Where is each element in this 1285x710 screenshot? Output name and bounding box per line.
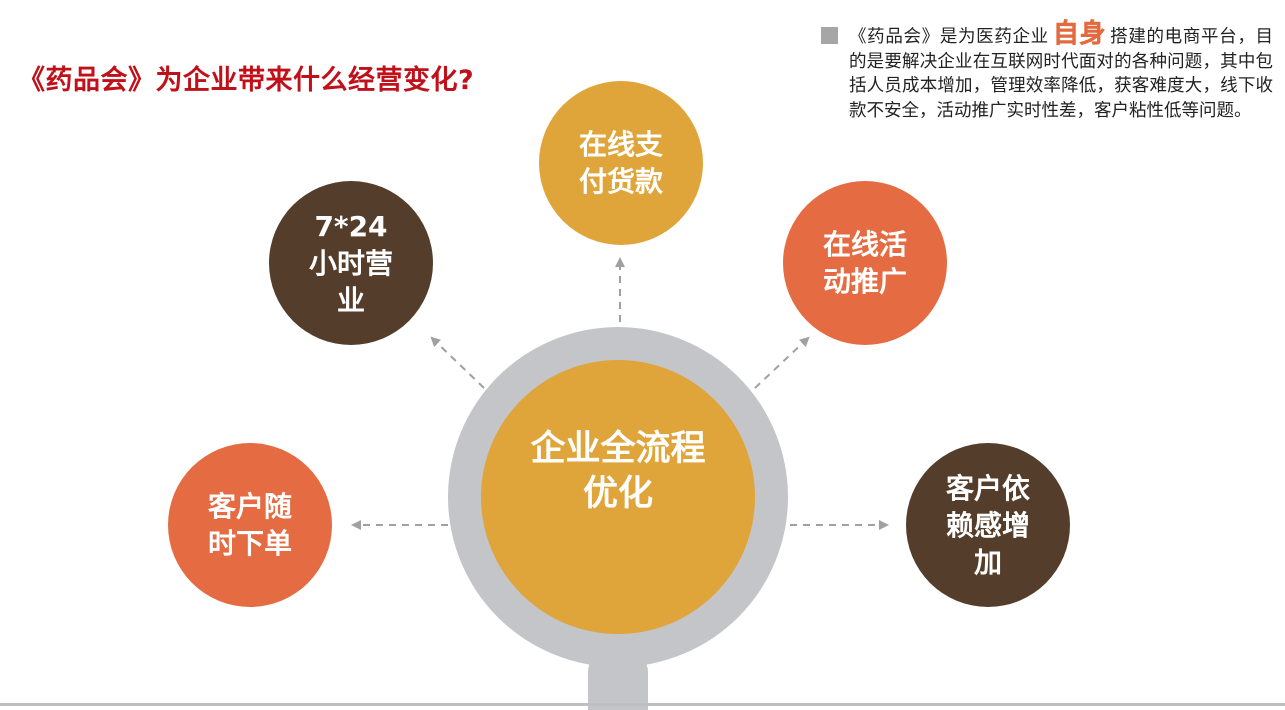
description-part-1: 《药品会》是为医药企业 (849, 27, 1049, 47)
node-line: 加 (973, 545, 1002, 579)
node-order-anytime: 客户随 时下单 (168, 443, 332, 607)
highlight-text: 自身 (1052, 19, 1107, 49)
node-line: 动推广 (822, 265, 907, 298)
node-online-promotion: 在线活 动推广 (783, 181, 947, 345)
description-part-2: 搭建的电商平台，目的是要解决企业在互联网时代面对的各种问题，其中包括人员成本增加… (849, 27, 1273, 121)
node-line: 赖感增 (945, 508, 1030, 542)
square-bullet-icon (821, 27, 838, 44)
page-title: 《药品会》为企业带来什么经营变化? (18, 65, 475, 96)
node-online-payment: 在线支 付货款 (539, 81, 703, 245)
node-line: 在线活 (822, 228, 907, 261)
node-line: 客户依 (945, 471, 1030, 505)
node-line: 客户随 (207, 490, 292, 523)
node-customer-loyalty: 客户依 赖感增 加 (906, 443, 1070, 607)
center-line-2: 优化 (582, 474, 653, 514)
arrow-to-top-left (430, 336, 485, 389)
description-text: 《药品会》是为医药企业自身搭建的电商平台，目的是要解决企业在互联网时代面对的各种… (849, 21, 1273, 123)
node-line: 业 (336, 283, 365, 317)
center-node: 企业全流程 优化 (481, 360, 755, 634)
center-line-1: 企业全流程 (530, 429, 706, 469)
node-line: 在线支 (578, 128, 663, 161)
node-line: 小时营 (308, 246, 393, 280)
arrow-to-top-right (754, 336, 810, 389)
description-block: 《药品会》是为医药企业自身搭建的电商平台，目的是要解决企业在互联网时代面对的各种… (821, 21, 1273, 123)
node-line: 7*24 (314, 209, 388, 243)
node-line: 时下单 (207, 527, 292, 560)
node-24h-business: 7*24 小时营 业 (269, 181, 433, 345)
bottom-divider (0, 703, 1285, 706)
node-line: 付货款 (578, 165, 663, 198)
